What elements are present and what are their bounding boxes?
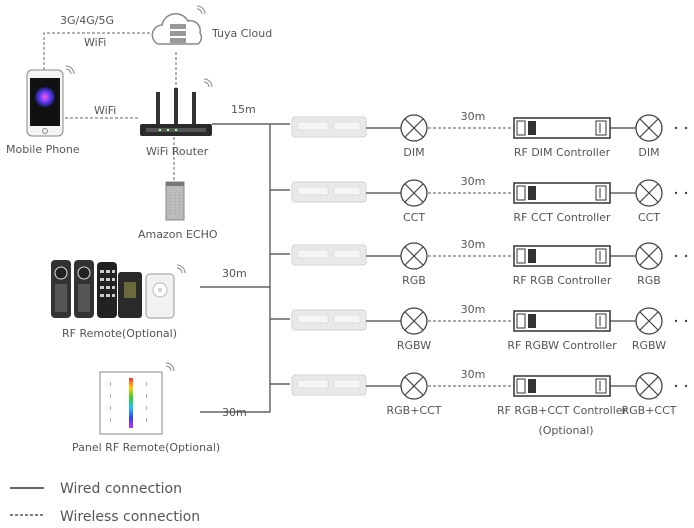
ellipsis-dot [684, 254, 688, 258]
light-icon [635, 372, 663, 400]
legend: Wired connection Wireless connection [10, 481, 200, 525]
light2-label: CCT [638, 211, 660, 224]
rf-remote-distance-label: 30m [222, 267, 247, 280]
light2-label: DIM [638, 146, 659, 159]
device-rows: DIM 30m RF DIM Controller DIM CCT 30m RF CCT C… [291, 110, 688, 437]
distance-label: 30m [461, 238, 486, 251]
driver-module [291, 181, 367, 203]
light2-label: RGB [637, 274, 661, 287]
svg-text:I: I [146, 418, 147, 424]
wifi-router-label: WiFi Router [146, 145, 209, 158]
wifi-left-label: WiFi [94, 104, 116, 117]
ellipsis-dot [674, 254, 678, 258]
svg-text:I: I [146, 406, 147, 412]
rf-controller-icon [513, 117, 611, 139]
ellipsis-dot [674, 319, 678, 323]
controller-note: (Optional) [538, 424, 593, 437]
light-label: RGB+CCT [386, 404, 441, 417]
device-row: DIM 30m RF DIM Controller DIM [291, 110, 688, 159]
svg-text:I: I [146, 394, 147, 400]
rf-controller-icon [513, 310, 611, 332]
ellipsis-dot [684, 384, 688, 388]
light2-label: RGBW [632, 339, 666, 352]
network-label: 3G/4G/5G [60, 14, 114, 27]
ellipsis-dot [684, 319, 688, 323]
panel-remote-label: Panel RF Remote(Optional) [72, 441, 220, 454]
driver-module [291, 244, 367, 266]
wired-legend-label: Wired connection [60, 481, 182, 497]
cloud-icon [151, 5, 206, 45]
svg-text:I: I [110, 406, 111, 412]
wireless-links [43, 32, 177, 182]
distance-label: 30m [461, 303, 486, 316]
rf-controller-icon [513, 245, 611, 267]
light-label: CCT [403, 211, 425, 224]
ellipsis-dot [674, 191, 678, 195]
panel-distance-label: 30m [222, 406, 247, 419]
light-icon [400, 242, 428, 270]
svg-text:I: I [110, 394, 111, 400]
distance-label: 30m [461, 175, 486, 188]
light-icon [400, 114, 428, 142]
controller-label: RF RGB Controller [513, 274, 612, 287]
amazon-echo-icon [165, 181, 185, 221]
light-icon [400, 179, 428, 207]
svg-text:I: I [146, 382, 147, 388]
device-row: RGBW 30m RF RGBW Controller RGBW [291, 303, 688, 352]
light-label: RGBW [397, 339, 431, 352]
light-label: DIM [403, 146, 424, 159]
rf-remotes-icon [51, 260, 186, 319]
rf-remote-label: RF Remote(Optional) [62, 327, 177, 340]
rf-controller-icon [513, 375, 611, 397]
distance-label: 30m [461, 368, 486, 381]
controller-label: RF RGB+CCT Controller [497, 404, 628, 417]
wired-links [200, 123, 290, 413]
mobile-phone-icon [26, 65, 75, 137]
driver-module [291, 309, 367, 331]
driver-module [291, 116, 367, 138]
wifi-router-icon [140, 78, 213, 136]
rf-controller-icon [513, 182, 611, 204]
device-row: CCT 30m RF CCT Controller CCT [291, 175, 688, 224]
light-label: RGB [402, 274, 426, 287]
light-icon [635, 242, 663, 270]
light2-label: RGB+CCT [621, 404, 676, 417]
light-icon [635, 307, 663, 335]
controller-label: RF DIM Controller [514, 146, 611, 159]
svg-text:I: I [110, 418, 111, 424]
wireless-legend-label: Wireless connection [60, 509, 200, 525]
device-row: RGB 30m RF RGB Controller RGB [291, 238, 688, 287]
distance-label: 30m [461, 110, 486, 123]
mobile-phone-label: Mobile Phone [6, 143, 80, 156]
light-icon [400, 307, 428, 335]
controller-label: RF CCT Controller [513, 211, 611, 224]
ellipsis-dot [674, 384, 678, 388]
light-icon [635, 179, 663, 207]
wifi-top-label: WiFi [84, 36, 106, 49]
ellipsis-dot [674, 126, 678, 130]
svg-text:I: I [110, 382, 111, 388]
router-distance-label: 15m [231, 103, 256, 116]
driver-module [291, 374, 367, 396]
cloud-label: Tuya Cloud [211, 27, 272, 40]
light-icon [635, 114, 663, 142]
ellipsis-dot [684, 126, 688, 130]
light-icon [400, 372, 428, 400]
ellipsis-dot [684, 191, 688, 195]
amazon-echo-label: Amazon ECHO [138, 228, 218, 241]
controller-label: RF RGBW Controller [507, 339, 617, 352]
